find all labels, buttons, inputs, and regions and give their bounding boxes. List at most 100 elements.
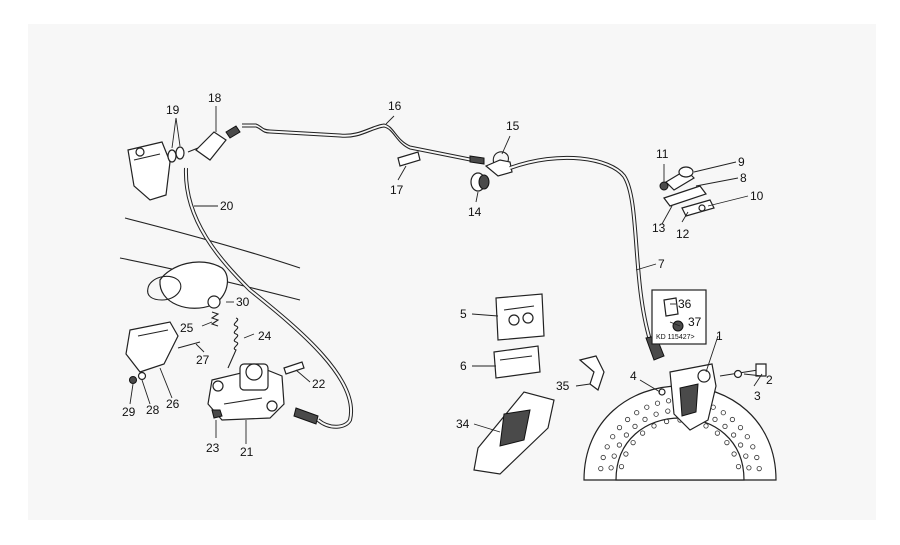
callout-16: 16 xyxy=(388,99,402,113)
disc-hole xyxy=(610,434,616,440)
front-brake-hose xyxy=(484,155,665,361)
front-caliper xyxy=(669,363,717,431)
callout-12: 12 xyxy=(676,227,690,241)
disc-hole xyxy=(724,439,730,446)
callout-25: 25 xyxy=(180,321,194,335)
callout-29: 29 xyxy=(122,405,136,419)
callout-37: 37 xyxy=(688,315,702,329)
disc-hole xyxy=(598,465,604,472)
callout-6: 6 xyxy=(460,359,467,373)
rear-brake-hose xyxy=(183,167,354,429)
bracket-bolt xyxy=(177,341,201,349)
callout-3: 3 xyxy=(754,389,761,403)
disc-hole xyxy=(644,404,650,410)
disc-hole xyxy=(744,434,750,440)
disc-hole xyxy=(735,463,742,470)
disc-hole xyxy=(665,408,671,414)
nut-29 xyxy=(129,376,137,384)
callout-18: 18 xyxy=(208,91,222,105)
callout-26: 26 xyxy=(166,397,180,411)
pad-kit-6 xyxy=(493,345,541,379)
disc-hole xyxy=(746,465,752,471)
bleed-screw xyxy=(283,361,305,375)
rear-caliper xyxy=(207,363,285,421)
spring-25 xyxy=(210,311,220,327)
disc-hole xyxy=(623,432,630,438)
tag-label: KD 115427> xyxy=(656,334,695,341)
callout-1: 1 xyxy=(716,329,723,343)
disc-hole xyxy=(630,439,636,446)
disc-hole xyxy=(651,423,657,429)
disc-hole xyxy=(663,418,670,425)
disc-hole xyxy=(714,430,721,436)
pad-kit-5 xyxy=(495,293,545,341)
callout-21: 21 xyxy=(240,445,254,459)
disc-hole xyxy=(743,453,749,459)
callout-14: 14 xyxy=(468,205,482,219)
caliper-bolt-3 xyxy=(719,363,767,377)
disc-hole xyxy=(750,444,756,450)
brake-pipe xyxy=(242,123,485,165)
disc-hole xyxy=(623,451,629,457)
disc-hole xyxy=(608,465,614,471)
spring xyxy=(227,317,239,369)
disc-hole xyxy=(634,410,640,416)
callout-13: 13 xyxy=(652,221,666,235)
callout-24: 24 xyxy=(258,329,272,343)
callout-10: 10 xyxy=(750,189,764,203)
callout-30: 30 xyxy=(236,295,250,309)
disc-hole xyxy=(731,451,737,457)
callout-15: 15 xyxy=(506,119,520,133)
disc-hole xyxy=(712,416,718,422)
master-cylinder-reservoir xyxy=(127,141,171,201)
disc-hole xyxy=(654,400,661,406)
caliper-nut xyxy=(211,409,223,419)
bleed-cap-tag xyxy=(651,289,707,345)
grommet xyxy=(470,172,490,192)
callout-labels: 1 2 3 4 5 6 7 8 9 10 11 12 13 14 15 16 1… xyxy=(122,91,773,459)
callout-35: 35 xyxy=(556,379,570,393)
callout-28: 28 xyxy=(146,403,160,417)
callout-4: 4 xyxy=(630,369,637,383)
disc-hole xyxy=(639,430,646,436)
hose-bracket-assembly xyxy=(659,166,715,217)
spacer-30 xyxy=(207,295,221,309)
brake-pad-kit-34 xyxy=(473,391,555,475)
callout-8: 8 xyxy=(740,171,747,185)
washer-4 xyxy=(658,388,666,396)
disc-hole xyxy=(600,454,606,461)
disc-hole xyxy=(756,465,762,472)
callout-34: 34 xyxy=(456,417,470,431)
callout-9: 9 xyxy=(738,155,745,169)
washer-28 xyxy=(137,371,147,381)
disc-hole xyxy=(737,442,744,448)
callout-2: 2 xyxy=(766,373,773,387)
disc-hole xyxy=(703,423,709,429)
disc-hole xyxy=(754,454,760,461)
washer-2 xyxy=(733,369,743,379)
callout-27: 27 xyxy=(196,353,210,367)
pressure-switch xyxy=(187,125,241,161)
callout-36: 36 xyxy=(678,297,692,311)
disc-hole xyxy=(729,416,736,423)
callout-20: 20 xyxy=(220,199,234,213)
callout-11: 11 xyxy=(656,147,669,161)
mounting-bracket xyxy=(125,321,179,373)
disc-hole xyxy=(665,398,672,404)
callout-17: 17 xyxy=(390,183,404,197)
callout-5: 5 xyxy=(460,307,467,321)
callout-22: 22 xyxy=(312,377,326,391)
callout-19: 19 xyxy=(166,103,180,117)
disc-hole xyxy=(616,424,623,431)
disc-hole xyxy=(642,416,648,422)
disc-hole xyxy=(611,453,617,459)
disc-hole xyxy=(653,411,659,417)
pad-spring-35 xyxy=(578,355,605,391)
disc-hole xyxy=(722,423,728,429)
disc-hole xyxy=(720,410,726,416)
disc-hole xyxy=(737,424,744,431)
disc-hole xyxy=(616,442,623,448)
disc-hole xyxy=(618,463,625,470)
disc-hole xyxy=(632,423,638,429)
